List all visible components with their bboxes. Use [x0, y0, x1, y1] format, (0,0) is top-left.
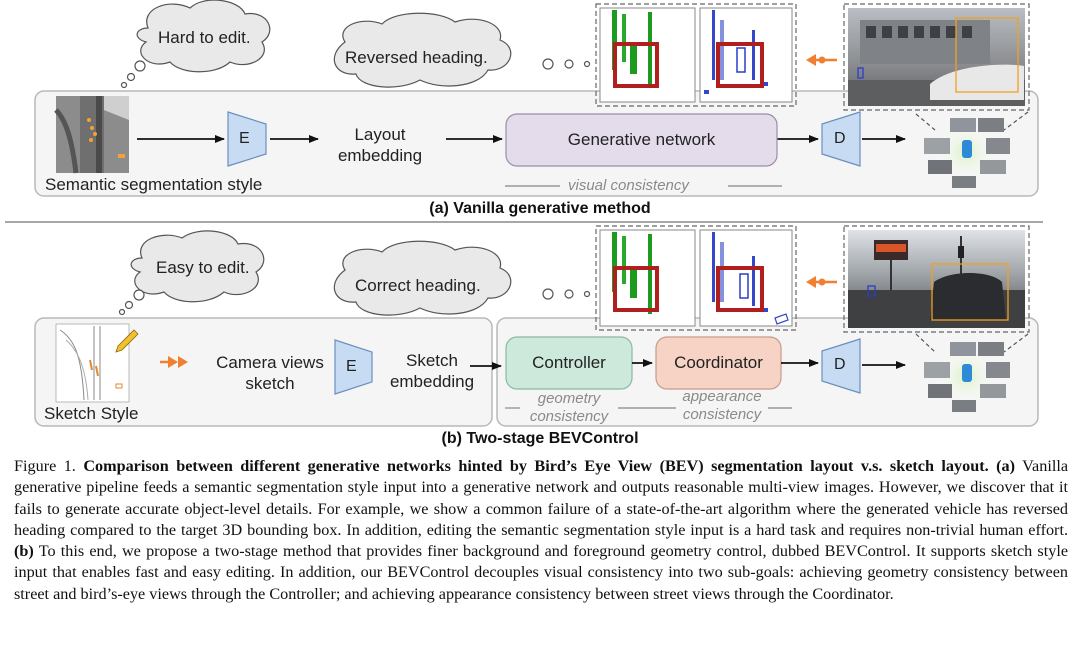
decoder-label-b: D — [834, 356, 846, 373]
thought-bubble-hard-to-edit — [120, 0, 271, 89]
embedding-line1-b: Sketch — [406, 351, 458, 370]
geometry-line2: consistency — [529, 408, 609, 425]
orange-double-arrow — [160, 356, 188, 368]
generative-network-label: Generative network — [567, 130, 716, 149]
caption-bold-title: Comparison between different generative … — [83, 457, 989, 475]
figure-diagram: Hard to edit. Reversed heading. Semantic… — [5, 0, 1043, 447]
orange-back-arrow-a — [806, 54, 837, 66]
thought-bubble-reversed-heading — [333, 12, 591, 88]
street-photo-a — [843, 3, 1030, 111]
generative-network-box — [505, 113, 778, 167]
geometry-line1: geometry — [537, 390, 601, 407]
embedding-line2-b: embedding — [389, 372, 475, 391]
caption-a-marker: (a) — [996, 457, 1015, 475]
caption-text-a: Vanilla generative pipeline feeds a sema… — [14, 457, 1069, 539]
embedding-label-a: Layout embedding — [320, 124, 440, 166]
camera-line2: sketch — [245, 374, 295, 393]
encoder-e-shape — [227, 111, 267, 167]
input-label-semantic: Semantic segmentation style — [45, 175, 263, 194]
panel-b — [34, 225, 1039, 427]
appearance-line2: consistency — [682, 406, 762, 423]
thought-text-hard-to-edit: Hard to edit. — [158, 28, 251, 47]
decoder-d-shape — [821, 111, 861, 167]
thought-text-reversed-heading: Reversed heading. — [345, 48, 488, 67]
decoder-d-shape-b — [821, 338, 861, 394]
semantic-segmentation-image — [54, 96, 129, 174]
appearance-line1: appearance — [682, 388, 762, 405]
panel-a-title: (a) Vanilla generative method — [429, 200, 651, 217]
thought-text-easy-to-edit: Easy to edit. — [156, 258, 250, 277]
multi-view-images-b — [924, 342, 1010, 412]
decoder-label-a: D — [834, 130, 846, 147]
sketch-style-image — [55, 323, 139, 403]
embedding-line1-a: Layout — [354, 125, 406, 144]
thought-bubble-correct-heading — [333, 240, 591, 316]
bev-crop-a-1 — [595, 3, 797, 107]
street-photo-b — [843, 225, 1030, 333]
visual-consistency-label: visual consistency — [568, 177, 689, 194]
encoder-label-a: E — [239, 130, 250, 147]
thought-bubble-easy-to-edit — [118, 230, 265, 316]
embedding-line2-a: embedding — [337, 146, 423, 165]
multi-view-images-a — [924, 118, 1010, 188]
bev-crop-b-1 — [595, 225, 797, 331]
geometry-consistency-label: geometry consistency — [520, 390, 618, 426]
coordinator-label: Coordinator — [674, 353, 763, 372]
input-label-sketch: Sketch Style — [44, 404, 139, 423]
pencil-hand-icon — [115, 329, 139, 353]
figure-caption: Figure 1. Comparison between different g… — [14, 456, 1068, 605]
panel-b-title: (b) Two-stage BEVControl — [441, 430, 639, 447]
thought-text-correct-heading: Correct heading. — [355, 276, 481, 295]
panel-b-left-frame — [34, 317, 493, 427]
embedding-label-b: Sketch embedding — [382, 350, 482, 392]
camera-views-label: Camera views sketch — [200, 352, 340, 394]
encoder-label-b: E — [346, 358, 357, 375]
controller-label: Controller — [532, 353, 606, 372]
caption-b-marker: (b) — [14, 542, 34, 561]
camera-line1: Camera views — [216, 353, 324, 372]
encoder-e-shape-b — [334, 339, 373, 395]
orange-back-arrow-b — [806, 276, 837, 288]
appearance-consistency-label: appearance consistency — [672, 388, 772, 424]
caption-figure-label: Figure 1. — [14, 457, 76, 475]
panel-a — [34, 0, 1039, 197]
caption-text-b: To this end, we propose a two-stage meth… — [14, 542, 1068, 603]
